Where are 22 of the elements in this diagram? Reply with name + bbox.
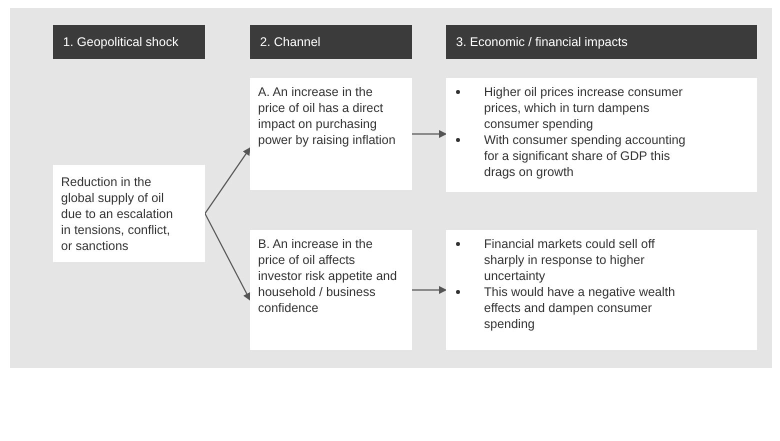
bullet-text: Higher oil prices increase consumer prices, which in turn dampens consumer spending	[484, 84, 684, 132]
column-header	[250, 25, 412, 59]
arrow	[204, 213, 251, 301]
process-box	[250, 78, 412, 190]
box-text: A. An increase in the price of oil has a direct impact on purchasing power by raising inflation	[258, 84, 397, 148]
process-box	[250, 230, 412, 350]
box-text: Reduction in the global supply of oil due to an escalation in tensions, conflict, or sanctions	[61, 174, 174, 254]
box-text: 1. Geopolitical shock	[63, 34, 180, 50]
bullet-text: Financial markets could sell off sharply in response to higher uncertainty	[484, 236, 656, 284]
box-text: 3. Economic / financial impacts	[456, 34, 629, 50]
bullet-text: With consumer spending accounting for a significant share of GDP this drags on growth	[484, 132, 687, 180]
impact-box	[446, 230, 757, 350]
box-text: B. An increase in the price of oil affects investor risk appetite and household / business confidence	[258, 236, 398, 316]
arrow	[412, 286, 447, 294]
bullet-text: This would have a negative wealth effects and dampen consumer spending	[484, 284, 676, 332]
arrow	[412, 130, 447, 138]
impact-box	[446, 78, 757, 192]
process-box	[53, 165, 205, 262]
column-header	[446, 25, 757, 59]
column-header	[53, 25, 205, 59]
arrow	[204, 147, 251, 214]
box-text: 2. Channel	[260, 34, 322, 50]
